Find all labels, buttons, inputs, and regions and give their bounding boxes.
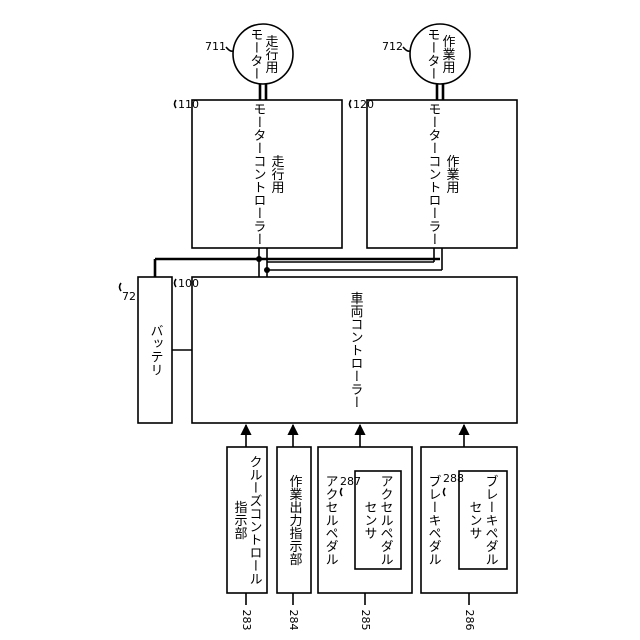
bus-junction-dot [256,256,262,262]
work-motor-controller-box [367,100,517,248]
vehicle-controller-ref: 100 [178,277,199,290]
battery: バッテリ 72 [120,277,193,423]
work-motor-leader [403,47,410,51]
work-motor-label-line1: 作業用 [440,35,456,75]
work-controller-label-line1: 作業用 [444,155,460,195]
drive-controller-label-line2: モーターコントローラー [251,103,266,246]
motor-connections [260,84,443,100]
cruise-control-indicator: クルーズコントロール 指示部 283 [227,447,267,631]
battery-ref-mark [120,283,122,291]
accel-sensor-ref: 287 [340,475,361,488]
cruise-label-line2: 指示部 [232,501,248,540]
work-output-label: 作業出力指示部 [287,475,303,566]
accel-sensor-label-line1: アクセルペダル [378,475,394,566]
drive-motor: 走行用 モーター 711 [205,24,293,84]
drive-motor-controller: 走行用 モーターコントローラー 110 [175,98,343,248]
work-controller-ref: 120 [353,98,374,111]
drive-motor-label-line2: モーター [248,28,263,80]
drive-motor-label-line1: 走行用 [263,35,279,75]
cruise-ref: 283 [240,610,253,631]
work-motor-label-line2: モーター [425,28,440,80]
accel-pedal-ref: 285 [359,610,372,631]
accel-sensor-label-line2: センサ [362,501,378,540]
drive-motor-controller-box [192,100,342,248]
brake-sensor-label-line2: センサ [467,501,483,540]
drive-motor-ref: 711 [205,40,226,53]
drive-controller-label-line1: 走行用 [269,155,285,195]
bus-junction-dot [264,267,270,273]
brake-pedal-label: ブレーキペダル [426,474,442,566]
work-controller-ref-mark [350,100,352,108]
brake-sensor-label-line1: ブレーキペダル [483,474,499,566]
cruise-label-line1: クルーズコントロール [247,455,262,585]
power-bus [155,248,442,277]
input-arrows [246,425,464,447]
drive-motor-leader [226,47,233,51]
accel-pedal-label: アクセルペダル [323,475,339,566]
work-controller-label-line2: モーターコントローラー [426,103,441,246]
work-output-indicator: 作業出力指示部 284 [277,447,311,631]
battery-label: バッテリ [148,324,164,376]
drive-controller-ref: 110 [178,98,199,111]
work-motor-ref: 712 [382,40,403,53]
accel-pedal: アクセルペダル アクセルペダル センサ 287 285 [318,447,412,631]
work-output-ref: 284 [287,610,300,631]
vehicle-controller: 車両コントローラー 100 [175,277,518,423]
work-motor: 作業用 モーター 712 [382,24,470,84]
brake-pedal: ブレーキペダル ブレーキペダル センサ 288 286 [421,447,517,631]
brake-pedal-ref: 286 [463,610,476,631]
brake-sensor-ref: 288 [443,472,464,485]
work-motor-controller: 作業用 モーターコントローラー 120 [350,98,518,248]
drive-controller-ref-mark [175,100,177,108]
vehicle-controller-label: 車両コントローラー [348,292,364,409]
battery-ref: 72 [122,290,136,303]
vehicle-controller-ref-mark [175,279,177,287]
